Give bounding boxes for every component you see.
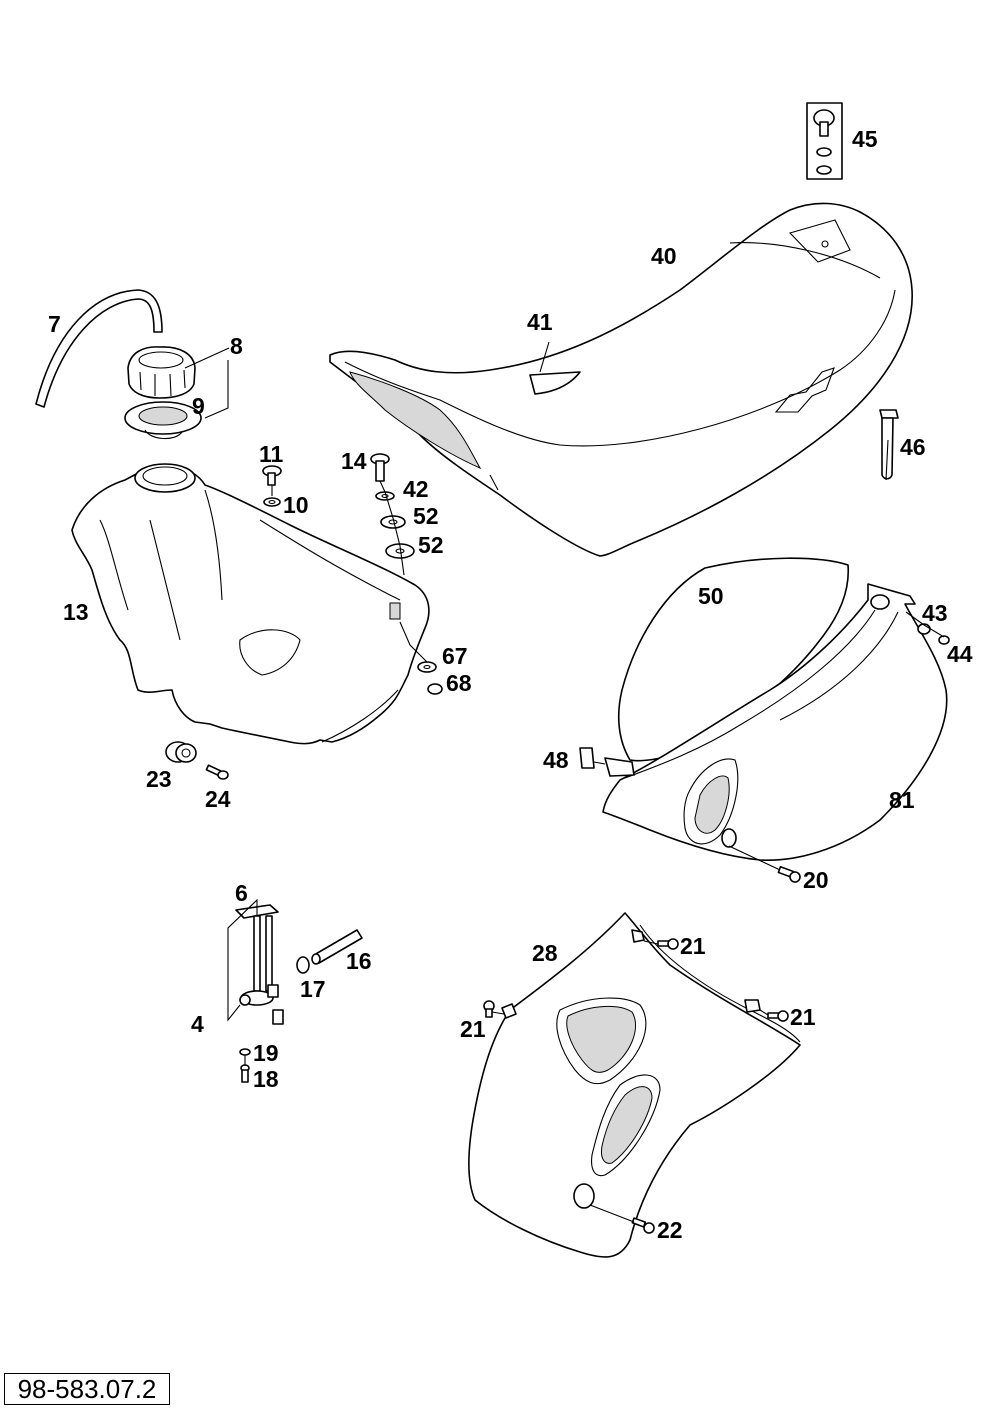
nut-68 xyxy=(427,683,443,695)
callout-13: 13 xyxy=(63,599,89,625)
callout-44: 44 xyxy=(947,641,973,667)
nut-44 xyxy=(938,635,950,645)
callout-17: 17 xyxy=(300,976,326,1002)
callout-9: 9 xyxy=(192,393,205,419)
seat-bolt-kit-45 xyxy=(806,102,843,180)
callout-19: 19 xyxy=(253,1040,279,1066)
bushing-23 xyxy=(165,741,197,763)
callout-67: 67 xyxy=(442,643,468,669)
callout-21-upper: 21 xyxy=(680,933,706,959)
hose-clamp-17 xyxy=(296,956,310,974)
callout-20: 20 xyxy=(803,867,829,893)
callout-21-left: 21 xyxy=(460,1016,486,1042)
cap-seal-9 xyxy=(124,401,202,440)
callout-14: 14 xyxy=(341,448,367,474)
screw-20 xyxy=(777,865,801,883)
bolt-24 xyxy=(205,764,229,780)
callout-40: 40 xyxy=(651,243,677,269)
leader-lines xyxy=(184,341,945,1223)
callout-23: 23 xyxy=(146,766,172,792)
fuel-tank-13 xyxy=(71,463,430,745)
fuel-hose-16 xyxy=(311,929,363,965)
screw-22 xyxy=(631,1217,655,1234)
fuel-tap-4 xyxy=(235,904,284,1025)
callout-68: 68 xyxy=(446,670,472,696)
callout-18: 18 xyxy=(253,1066,279,1092)
fuel-cap-8 xyxy=(127,346,196,399)
callout-46: 46 xyxy=(900,434,926,460)
callout-45: 45 xyxy=(852,126,878,152)
callout-43: 43 xyxy=(922,600,948,626)
callout-52-lower: 52 xyxy=(418,532,444,558)
callout-7: 7 xyxy=(48,311,61,337)
callout-10: 10 xyxy=(283,492,309,518)
strap-46 xyxy=(879,409,899,480)
callout-8: 8 xyxy=(230,333,243,359)
callout-48: 48 xyxy=(543,747,569,773)
screw-21-upper xyxy=(657,938,679,950)
drawing-reference-number: 98-583.07.2 xyxy=(4,1373,170,1405)
screw-21-left xyxy=(483,1000,495,1018)
callout-52-upper: 52 xyxy=(413,503,439,529)
washer-10 xyxy=(263,497,281,507)
washer-67 xyxy=(417,661,437,673)
washer-19 xyxy=(239,1048,251,1056)
callout-4: 4 xyxy=(191,1011,204,1037)
bolt-11 xyxy=(262,465,282,486)
frame-guard-28 xyxy=(467,912,801,1258)
number-plate-81 xyxy=(602,583,948,862)
callout-22: 22 xyxy=(657,1217,683,1243)
seat-40 xyxy=(329,202,913,557)
screw-21-right xyxy=(767,1010,789,1022)
callout-6: 6 xyxy=(235,880,248,906)
screw-18 xyxy=(240,1064,250,1083)
callout-50: 50 xyxy=(698,583,724,609)
seat-strap-41 xyxy=(529,371,581,395)
clip-48 xyxy=(579,747,635,777)
callout-24: 24 xyxy=(205,786,231,812)
callout-labels: 7 8 9 11 10 13 14 42 52 52 67 68 23 24 4… xyxy=(48,126,973,1243)
bolt-14 xyxy=(370,453,390,482)
callout-11: 11 xyxy=(259,441,284,467)
fuel-hose-7 xyxy=(35,289,163,408)
callout-81: 81 xyxy=(889,787,915,813)
callout-16: 16 xyxy=(346,948,372,974)
callout-41: 41 xyxy=(527,309,553,335)
callout-42: 42 xyxy=(403,476,429,502)
callout-21-right: 21 xyxy=(790,1004,816,1030)
callout-28: 28 xyxy=(532,940,558,966)
